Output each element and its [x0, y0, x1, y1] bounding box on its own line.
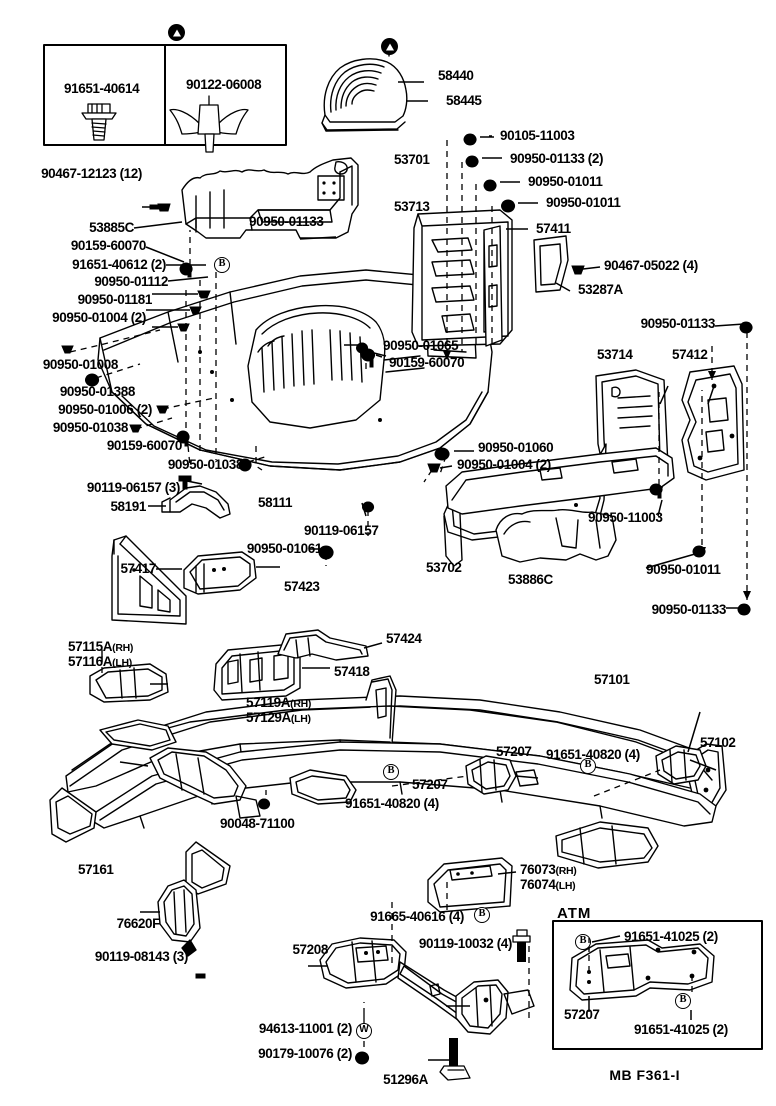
- reference-triangle-marker-1: [168, 24, 185, 41]
- callout-90105-11003: 90105-11003: [500, 128, 575, 143]
- callout-57116a-side: (LH): [112, 657, 132, 669]
- callout-90119-10032: 90119-10032 (4): [418, 936, 512, 951]
- callout-57207-b: 57207: [496, 744, 532, 759]
- callout-58111: 58111: [258, 495, 293, 510]
- callout-57119a-number: 57119A: [246, 695, 291, 710]
- callout-90950-01065: 90950-01065: [383, 338, 459, 353]
- callout-57102: 57102: [700, 735, 736, 750]
- callout-90950-01011-c: 90950-01011: [646, 562, 721, 577]
- callout-90950-01038-a: 90950-01038: [52, 420, 129, 435]
- callout-90950-01011-a: 90950-01011: [528, 174, 603, 189]
- marker-b-5: B: [575, 934, 591, 950]
- atm-section-label: ATM: [557, 905, 592, 922]
- marker-b-2: B: [383, 764, 399, 780]
- callout-57129a-side: (LH): [290, 713, 311, 725]
- callout-90950-01133-b: 90950-01133: [640, 316, 716, 331]
- legend-part-1: 91651-40614: [64, 81, 140, 96]
- callout-57161: 57161: [78, 862, 114, 877]
- callout-53701: 53701: [394, 152, 430, 167]
- callout-51296a: 51296A: [383, 1072, 428, 1087]
- callout-57207-a: 57207: [412, 777, 448, 792]
- callout-90950-01006: 90950-01006 (2): [58, 402, 152, 417]
- callout-58191: 58191: [110, 499, 146, 514]
- callout-53886c: 53886C: [508, 572, 553, 587]
- callout-76073: 76073(RH): [520, 863, 577, 878]
- callout-90048-71100: 90048-71100: [220, 816, 295, 831]
- callout-91651-40612: 91651-40612 (2): [72, 257, 166, 272]
- callout-91651-40820-b: 91651-40820 (4): [546, 747, 640, 762]
- callout-57129a-number: 57129A: [246, 710, 291, 725]
- callout-91651-40820-a: 91651-40820 (4): [345, 796, 439, 811]
- marker-b-3: B: [580, 758, 596, 774]
- callout-91651-41025-b: 91651-41025 (2): [634, 1022, 728, 1037]
- callout-91651-41025-a: 91651-41025 (2): [624, 929, 718, 944]
- callout-76074: 76074(LH): [520, 877, 576, 893]
- callout-57115a: 57115A(RH): [68, 640, 133, 655]
- callout-53885c: 53885C: [89, 220, 134, 235]
- callout-58445: 58445: [446, 93, 482, 108]
- callout-53714: 53714: [597, 347, 633, 362]
- callout-76074-side: (LH): [555, 880, 576, 892]
- callout-57116a: 57116A(LH): [68, 655, 132, 670]
- callout-90467-05022: 90467-05022 (4): [604, 258, 698, 273]
- callout-90950-01133-a: 90950-01133 (2): [510, 151, 604, 166]
- callout-90119-06157-b: 90119-06157: [304, 523, 379, 538]
- marker-b-1: B: [214, 257, 230, 273]
- callout-76073-side: (RH): [555, 865, 577, 877]
- callout-90159-60070-a: 90159-60070: [70, 238, 147, 253]
- callout-90950-01112: 90950-01112: [94, 274, 168, 289]
- callout-90950-01060: 90950-01060: [478, 440, 554, 455]
- callout-94613-11001: 94613-11001 (2): [258, 1021, 352, 1036]
- callout-90950-01008: 90950-01008: [42, 357, 119, 372]
- callout-57411: 57411: [536, 221, 571, 236]
- marker-w-1: W: [356, 1023, 372, 1039]
- callout-90950-01133-d: 90950-01133: [249, 214, 324, 229]
- callout-90950-11003: 90950-11003: [588, 510, 663, 525]
- sheet-code: MB F361-I: [609, 1067, 680, 1083]
- callout-53702: 53702: [426, 560, 462, 575]
- callout-90950-01004-a: 90950-01004 (2): [52, 310, 146, 325]
- callout-57119a-side: (RH): [290, 698, 312, 710]
- callout-57115a-side: (RH): [112, 642, 134, 654]
- callout-76620f: 76620F: [116, 916, 161, 931]
- callout-90950-01181: 90950-01181: [77, 292, 153, 307]
- callout-57101: 57101: [594, 672, 630, 687]
- callout-57418: 57418: [334, 664, 370, 679]
- callout-57119a: 57119A(RH): [246, 696, 311, 711]
- callout-57412: 57412: [672, 347, 708, 362]
- callout-90119-06157-a: 90119-06157 (3): [86, 480, 180, 495]
- callout-76074-number: 76074: [520, 877, 556, 892]
- callout-57424: 57424: [386, 631, 422, 646]
- marker-b-6: B: [675, 993, 691, 1009]
- callout-53287a: 53287A: [578, 282, 623, 297]
- callout-90950-01038-b: 90950-01038: [167, 457, 244, 472]
- callout-91665-40616: 91665-40616 (4): [370, 909, 464, 924]
- legend-part-2: 90122-06008: [186, 77, 262, 92]
- callout-90950-01133-c: 90950-01133: [651, 602, 727, 617]
- callout-90467-12123: 90467-12123 (12): [41, 166, 142, 181]
- marker-b-4: B: [474, 907, 490, 923]
- callout-57129a: 57129A(LH): [246, 711, 311, 726]
- callout-76073-number: 76073: [520, 862, 556, 877]
- callout-57417: 57417: [120, 561, 156, 576]
- callout-57115a-number: 57115A: [68, 639, 113, 654]
- callout-90179-10076: 90179-10076 (2): [258, 1046, 352, 1061]
- callout-90950-01004-b: 90950-01004 (2): [457, 457, 551, 472]
- callout-90950-01061: 90950-01061: [246, 541, 323, 556]
- callout-57207-c: 57207: [564, 1007, 600, 1022]
- callout-58440: 58440: [438, 68, 474, 83]
- callout-90159-60070-c: 90159-60070: [389, 355, 465, 370]
- callout-53713: 53713: [394, 199, 430, 214]
- callout-57423: 57423: [284, 579, 320, 594]
- callout-90950-01388: 90950-01388: [59, 384, 136, 399]
- callout-57116a-number: 57116A: [68, 654, 113, 669]
- callout-90950-01011-b: 90950-01011: [546, 195, 621, 210]
- callout-90159-60070-b: 90159-60070: [106, 438, 183, 453]
- callout-90119-08143: 90119-08143 (3): [94, 949, 188, 964]
- reference-triangle-marker-2: [381, 38, 398, 55]
- callout-57208: 57208: [292, 942, 328, 957]
